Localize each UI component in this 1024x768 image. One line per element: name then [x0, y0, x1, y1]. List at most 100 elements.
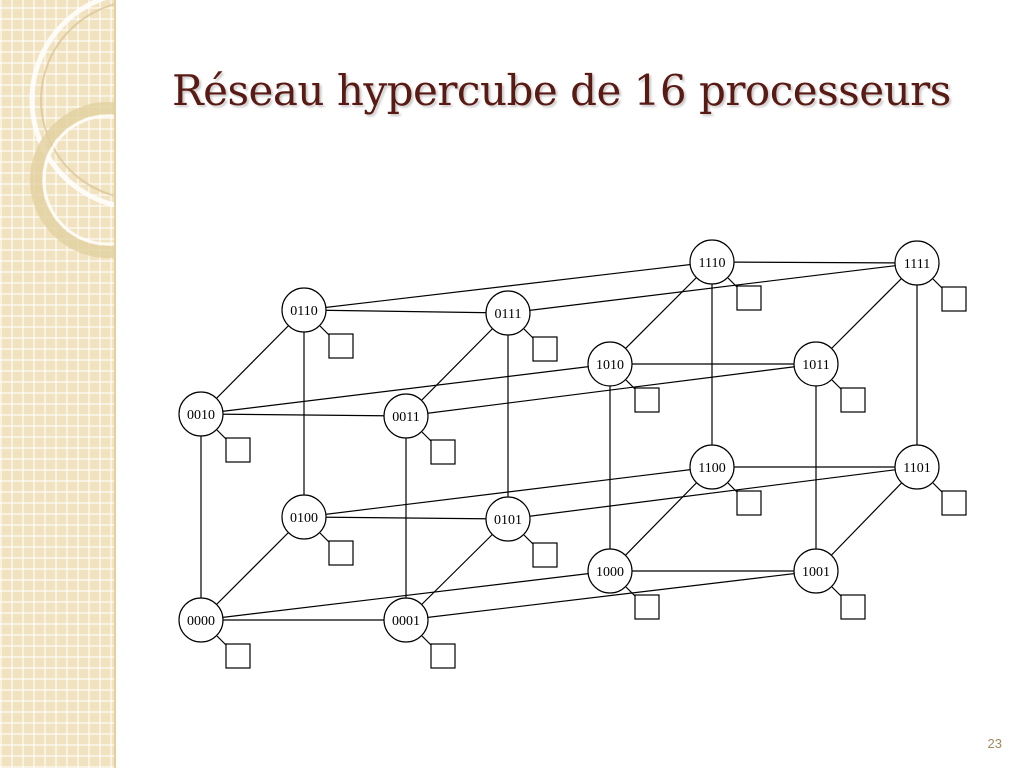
edge-0000-0100 — [200, 516, 305, 621]
processor-node-0100: 0100 — [281, 494, 327, 540]
edge-0001-0101 — [405, 518, 509, 621]
edge-1001-1101 — [815, 466, 918, 572]
processor-circle — [894, 444, 940, 490]
processor-node-1101: 1101 — [894, 444, 940, 490]
memory-link-0100 — [319, 532, 330, 543]
processor-circle — [281, 287, 327, 333]
memory-link-0000 — [216, 635, 227, 646]
memory-link-0001 — [421, 635, 432, 646]
memory-box-1111 — [941, 286, 967, 312]
processor-label: 1010 — [596, 358, 624, 373]
memory-box-0001 — [430, 643, 456, 669]
memory-box-0010 — [225, 437, 251, 463]
processor-node-1000: 1000 — [587, 548, 633, 594]
edge-0001-1001 — [405, 570, 817, 621]
processor-label: 0010 — [187, 408, 215, 423]
edge-0110-1110 — [303, 261, 713, 311]
page-number: 23 — [987, 736, 1002, 751]
memory-link-0011 — [421, 431, 432, 442]
processor-label: 0101 — [494, 513, 522, 528]
processor-circle — [689, 444, 735, 490]
memory-box-0101 — [532, 542, 558, 568]
memory-box-1100 — [736, 490, 762, 516]
processor-node-0011: 0011 — [383, 393, 429, 439]
edge-0110-0111 — [303, 309, 509, 314]
processor-label: 0110 — [290, 304, 317, 319]
processor-node-0111: 0111 — [485, 290, 531, 336]
memory-box-0110 — [328, 333, 354, 359]
memory-box-0100 — [328, 540, 354, 566]
processor-label: 1001 — [802, 565, 830, 580]
processor-label: 1111 — [904, 257, 930, 272]
processor-circle — [383, 597, 429, 643]
processor-circle — [894, 240, 940, 286]
processor-label: 1110 — [699, 256, 726, 271]
memory-link-1100 — [727, 482, 738, 493]
memory-box-1110 — [736, 285, 762, 311]
memory-link-1001 — [831, 586, 842, 597]
edge-1000-1100 — [609, 466, 713, 572]
processor-node-1001: 1001 — [793, 548, 839, 594]
processor-label: 0111 — [495, 307, 522, 322]
decorative-circles — [29, 0, 114, 258]
processor-node-1111: 1111 — [894, 240, 940, 286]
memory-link-0101 — [523, 534, 534, 545]
processor-circle — [587, 548, 633, 594]
processor-label: 0000 — [187, 614, 215, 629]
edge-0010-1010 — [200, 363, 611, 415]
memory-link-1010 — [625, 379, 636, 390]
processor-label: 1011 — [802, 358, 829, 373]
edges — [200, 261, 918, 621]
memory-link-1110 — [727, 277, 738, 288]
memory-box-1000 — [634, 594, 660, 620]
edge-0011-1011 — [405, 363, 817, 417]
processor-circle — [793, 341, 839, 387]
processor-circle — [689, 239, 735, 285]
processor-circle — [178, 391, 224, 437]
slide-title: Réseau hypercube de 16 processeurs — [172, 66, 951, 115]
processor-label: 0100 — [290, 511, 318, 526]
memory-link-1011 — [831, 379, 842, 390]
memory-box-1011 — [840, 387, 866, 413]
processor-circle — [281, 494, 327, 540]
processor-circle — [587, 341, 633, 387]
processor-circle — [485, 496, 531, 542]
processor-node-0010: 0010 — [178, 391, 224, 437]
edge-0101-1101 — [507, 466, 918, 520]
memory-box-0011 — [430, 439, 456, 465]
processor-node-1110: 1110 — [689, 239, 735, 285]
memory-link-0010 — [216, 429, 227, 440]
processor-nodes: 0000 0001 0010 0011 0100 0101 0110 0111 1000 1001… — [178, 239, 940, 643]
processor-circle — [793, 548, 839, 594]
processor-node-0001: 0001 — [383, 597, 429, 643]
processor-node-0000: 0000 — [178, 597, 224, 643]
processor-node-1011: 1011 — [793, 341, 839, 387]
processor-label: 1000 — [596, 565, 624, 580]
edge-1110-1111 — [711, 261, 918, 264]
memory-box-1101 — [941, 490, 967, 516]
edge-1011-1111 — [815, 262, 918, 365]
memory-link-1000 — [625, 586, 636, 597]
edge-0010-0110 — [200, 309, 305, 415]
memory-box-1001 — [840, 594, 866, 620]
edge-0011-0111 — [405, 312, 509, 417]
decorative-sidebar — [0, 0, 116, 768]
processor-label: 0011 — [392, 410, 419, 425]
processor-circle — [383, 393, 429, 439]
memory-link-1111 — [932, 278, 943, 289]
processor-node-1100: 1100 — [689, 444, 735, 490]
processor-node-0110: 0110 — [281, 287, 327, 333]
processor-label: 1101 — [903, 461, 930, 476]
processor-label: 0001 — [392, 614, 420, 629]
memory-box-0111 — [532, 336, 558, 362]
processor-circle — [178, 597, 224, 643]
memory-box-1010 — [634, 387, 660, 413]
processor-node-1010: 1010 — [587, 341, 633, 387]
processor-circle — [485, 290, 531, 336]
memory-link-0111 — [523, 328, 534, 339]
edge-1010-1110 — [609, 261, 713, 365]
memory-boxes — [216, 277, 967, 669]
edge-0100-0101 — [303, 516, 509, 520]
memory-link-1101 — [932, 482, 943, 493]
